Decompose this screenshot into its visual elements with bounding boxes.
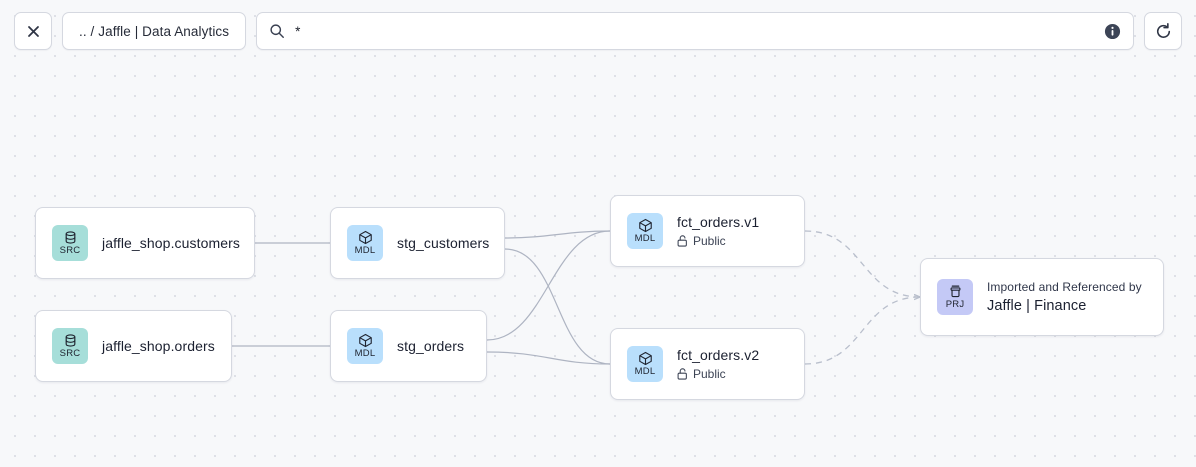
access-label: Public xyxy=(693,234,726,248)
access-badge: Public xyxy=(677,234,759,248)
badge-src: SRC xyxy=(52,328,88,364)
search-bar[interactable] xyxy=(256,12,1134,50)
node-text: stg_orders xyxy=(397,338,464,354)
edge-stg-orders-to-fct-v1 xyxy=(486,230,611,341)
node-text: stg_customers xyxy=(397,235,490,251)
badge-label: MDL xyxy=(634,233,656,245)
node-stg-orders[interactable]: MDL stg_orders xyxy=(330,310,487,382)
node-src-orders[interactable]: SRC jaffle_shop.orders xyxy=(35,310,232,382)
database-icon xyxy=(63,230,78,245)
edge-stg-customers-to-fct-v1 xyxy=(504,230,611,239)
breadcrumb[interactable]: .. / Jaffle | Data Analytics xyxy=(62,12,247,50)
badge-label: MDL xyxy=(354,245,376,257)
node-title: fct_orders.v2 xyxy=(677,347,760,363)
refresh-icon xyxy=(1155,22,1172,40)
cube-icon xyxy=(358,230,373,245)
node-project-jaffle-finance[interactable]: PRJ Imported and Referenced by Jaffle | … xyxy=(920,258,1164,336)
node-kicker: Imported and Referenced by xyxy=(987,280,1142,294)
node-fct-orders-v2[interactable]: MDL fct_orders.v2 Public xyxy=(610,328,805,400)
info-icon[interactable] xyxy=(1104,23,1121,40)
node-title: stg_orders xyxy=(397,338,465,354)
cube-icon xyxy=(358,333,373,348)
badge-mdl: MDL xyxy=(347,328,383,364)
badge-label: PRJ xyxy=(945,299,965,311)
edge-stg-customers-to-fct-v2 xyxy=(504,248,611,365)
node-text: jaffle_shop.orders xyxy=(102,338,215,354)
node-stg-customers[interactable]: MDL stg_customers xyxy=(330,207,505,279)
badge-src: SRC xyxy=(52,225,88,261)
close-button[interactable] xyxy=(14,12,52,50)
badge-prj: PRJ xyxy=(937,279,973,315)
badge-mdl: MDL xyxy=(347,225,383,261)
node-title: jaffle_shop.orders xyxy=(102,338,215,354)
search-input[interactable] xyxy=(295,23,1094,39)
unlock-icon xyxy=(677,368,688,380)
node-title: jaffle_shop.customers xyxy=(102,235,241,251)
badge-label: SRC xyxy=(59,245,81,257)
node-fct-orders-v1[interactable]: MDL fct_orders.v1 Public xyxy=(610,195,805,267)
node-text: fct_orders.v1 Public xyxy=(677,214,759,248)
access-label: Public xyxy=(693,367,726,381)
node-title: fct_orders.v1 xyxy=(677,214,760,230)
search-icon xyxy=(269,23,285,39)
edge-fct-v2-to-prj xyxy=(804,297,920,365)
badge-mdl: MDL xyxy=(627,213,663,249)
node-title: Jaffle | Finance xyxy=(987,298,1087,314)
cube-icon xyxy=(638,351,653,366)
toolbar: .. / Jaffle | Data Analytics xyxy=(0,0,1196,62)
database-icon xyxy=(63,333,78,348)
badge-mdl: MDL xyxy=(627,346,663,382)
node-text: jaffle_shop.customers xyxy=(102,235,241,251)
node-text: fct_orders.v2 Public xyxy=(677,347,759,381)
edge-fct-v1-to-prj xyxy=(804,230,920,297)
node-text: Imported and Referenced by Jaffle | Fina… xyxy=(987,280,1142,314)
badge-label: SRC xyxy=(59,348,81,360)
cube-icon xyxy=(638,218,653,233)
unlock-icon xyxy=(677,235,688,247)
refresh-button[interactable] xyxy=(1144,12,1182,50)
node-src-customers[interactable]: SRC jaffle_shop.customers xyxy=(35,207,255,279)
project-icon xyxy=(948,284,963,299)
node-title: stg_customers xyxy=(397,235,490,251)
badge-label: MDL xyxy=(634,366,656,378)
close-icon xyxy=(26,24,41,39)
badge-label: MDL xyxy=(354,348,376,360)
access-badge: Public xyxy=(677,367,759,381)
edge-stg-orders-to-fct-v2 xyxy=(486,351,611,365)
